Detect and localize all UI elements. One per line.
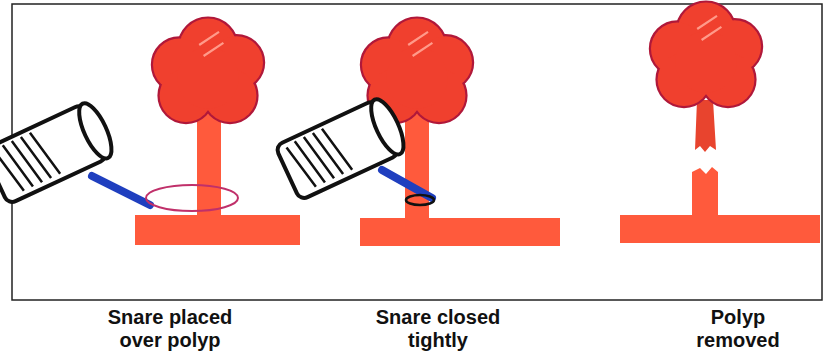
panel-snare-placed [0,19,300,245]
step-caption: Snare placed over polyp [95,306,245,352]
snare-loop [146,185,238,211]
endoscope [0,99,118,205]
mucosa [620,215,820,243]
panel-snare-closed [275,19,560,246]
panel-polyp-removed [620,3,820,243]
snare-wire [92,176,150,205]
mucosa [360,218,560,246]
step-caption: Polyp removed [691,306,786,352]
cut-stalk [695,100,716,152]
endoscope [275,95,410,201]
step-caption: Snare closed tightly [363,306,513,352]
polyp-stalk [692,167,718,228]
snare-wire [382,170,432,198]
polyp-head [153,19,263,122]
polyp-stalk [405,112,429,227]
polyp-head [651,3,761,106]
snare-loop [406,195,434,205]
